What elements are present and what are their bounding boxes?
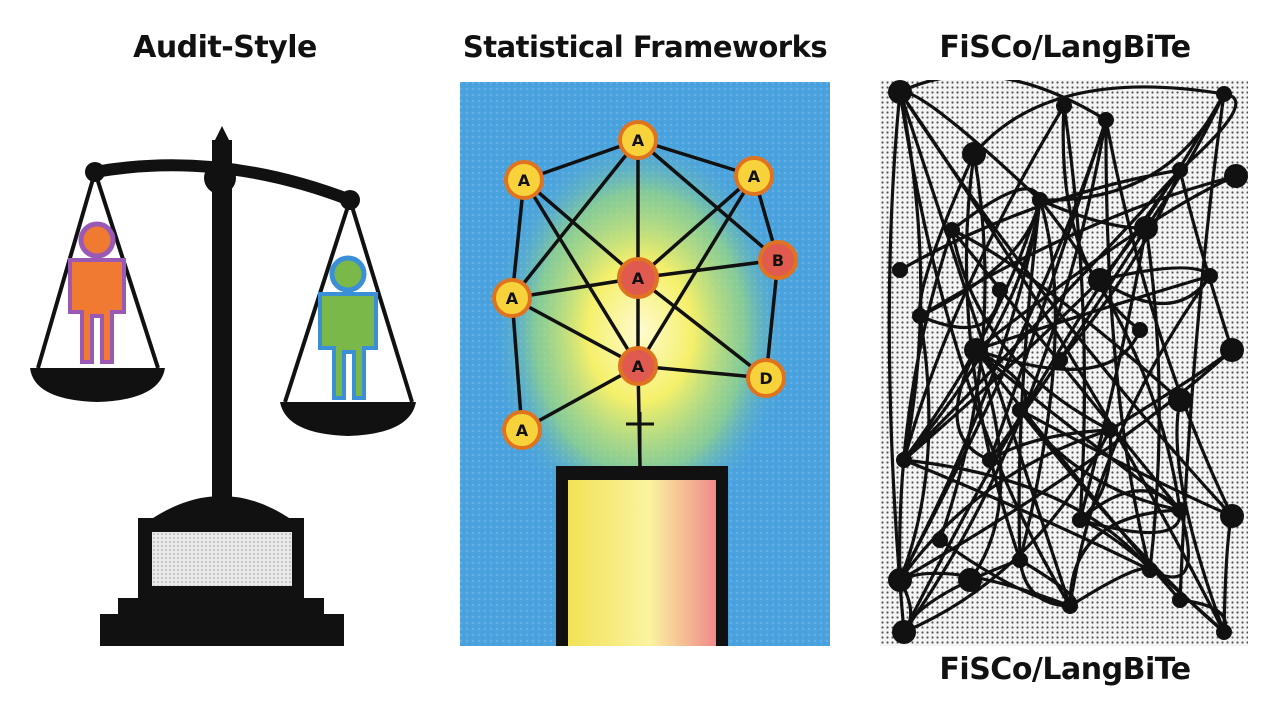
network-node — [888, 80, 912, 104]
network-edge — [1104, 118, 1152, 572]
fisco-langbite-panel — [880, 80, 1248, 646]
network-edge — [972, 85, 1226, 156]
network-node — [912, 308, 928, 324]
graph-node-9: A — [502, 410, 542, 450]
network-node — [1098, 112, 1114, 128]
network-node — [1216, 86, 1232, 102]
network-node — [932, 532, 948, 548]
graph-node-1: A — [618, 120, 658, 160]
network-edge — [898, 80, 1108, 122]
network-edge — [1104, 118, 1234, 518]
network-node — [1134, 216, 1158, 240]
network-node — [1012, 552, 1028, 568]
network-node — [892, 262, 908, 278]
network-edge — [955, 348, 992, 462]
statistical-frameworks-panel: A A A A B A A — [460, 82, 830, 646]
network-node — [888, 568, 912, 592]
network-edge — [1018, 408, 1226, 634]
network-edge — [1144, 226, 1161, 572]
network-node — [964, 338, 988, 362]
svg-text:B: B — [772, 251, 784, 270]
graph-node-4: A — [617, 257, 659, 299]
balance-scale-icon — [30, 126, 416, 646]
network-node — [1202, 268, 1218, 284]
network-edge — [1098, 92, 1226, 282]
network-node — [1062, 598, 1078, 614]
network-node — [982, 452, 998, 468]
panel-caption-fisco-langbite: FiSCo/LangBiTe — [939, 652, 1191, 687]
network-edge — [902, 104, 1066, 462]
network-edge — [988, 226, 1148, 462]
network-edge — [902, 278, 1102, 462]
network-node — [958, 568, 982, 592]
network-edge — [918, 198, 1042, 318]
network-node — [1216, 624, 1232, 640]
network-edge — [950, 228, 1112, 432]
svg-text:A: A — [632, 269, 645, 288]
network-node — [1172, 502, 1188, 518]
network-edge — [950, 228, 1182, 402]
network-edge — [898, 90, 923, 462]
network-edge — [1175, 398, 1226, 634]
network-edge — [974, 328, 1142, 371]
network-node — [1220, 338, 1244, 362]
svg-text:A: A — [516, 421, 529, 440]
network-edge — [902, 458, 1152, 572]
graph-node-7: A — [618, 346, 658, 386]
network-node — [1172, 162, 1188, 178]
panel-title-fisco-langbite: FiSCo/LangBiTe — [939, 30, 1191, 65]
network-node — [962, 142, 986, 166]
graph-node-6: A — [492, 278, 532, 318]
network-node — [1056, 98, 1072, 114]
network-edge — [898, 314, 931, 582]
network-node — [1168, 388, 1192, 412]
svg-text:A: A — [518, 171, 531, 190]
network-edge — [988, 428, 1112, 462]
network-edge — [1078, 489, 1182, 522]
network-edge — [887, 90, 906, 634]
network-edge — [898, 428, 1112, 582]
network-edge — [1178, 168, 1234, 352]
svg-text:A: A — [632, 357, 645, 376]
network-node — [1102, 422, 1118, 438]
graph-node-5: B — [758, 240, 798, 280]
network-node — [896, 452, 912, 468]
person-icon-right — [318, 255, 378, 400]
network-edge — [898, 228, 954, 582]
network-node — [1142, 562, 1158, 578]
network-edge — [968, 348, 1003, 582]
svg-text:A: A — [506, 289, 519, 308]
graph-node-8: D — [746, 358, 786, 398]
graph-node-2: A — [504, 160, 544, 200]
network-node — [944, 222, 960, 238]
network-node — [1224, 164, 1248, 188]
network-node — [1172, 592, 1188, 608]
network-node — [1072, 512, 1088, 528]
svg-text:D: D — [759, 369, 772, 388]
person-icon-left — [68, 221, 126, 364]
audit-style-panel — [0, 100, 440, 660]
network-node — [1052, 352, 1068, 368]
network-edge — [1018, 198, 1057, 562]
network-edge — [988, 118, 1108, 462]
network-node — [1088, 268, 1112, 292]
panel-title-audit-style: Audit-Style — [133, 30, 317, 65]
network-edge — [902, 458, 1152, 572]
network-node — [1032, 192, 1048, 208]
graph-node-3: A — [734, 156, 774, 196]
network-graph-icon: A A A A B A A — [460, 82, 830, 646]
network-node — [1132, 322, 1148, 338]
network-node — [992, 282, 1008, 298]
network-node — [1012, 402, 1028, 418]
svg-text:A: A — [632, 131, 645, 150]
dense-network-icon — [880, 80, 1248, 646]
panel-title-statistical-frameworks: Statistical Frameworks — [462, 30, 828, 64]
network-edge — [1061, 104, 1142, 332]
svg-text:A: A — [748, 167, 761, 186]
network-edge — [918, 174, 1238, 318]
network-node — [1220, 504, 1244, 528]
network-node — [892, 620, 916, 644]
stand-icon — [100, 496, 344, 646]
